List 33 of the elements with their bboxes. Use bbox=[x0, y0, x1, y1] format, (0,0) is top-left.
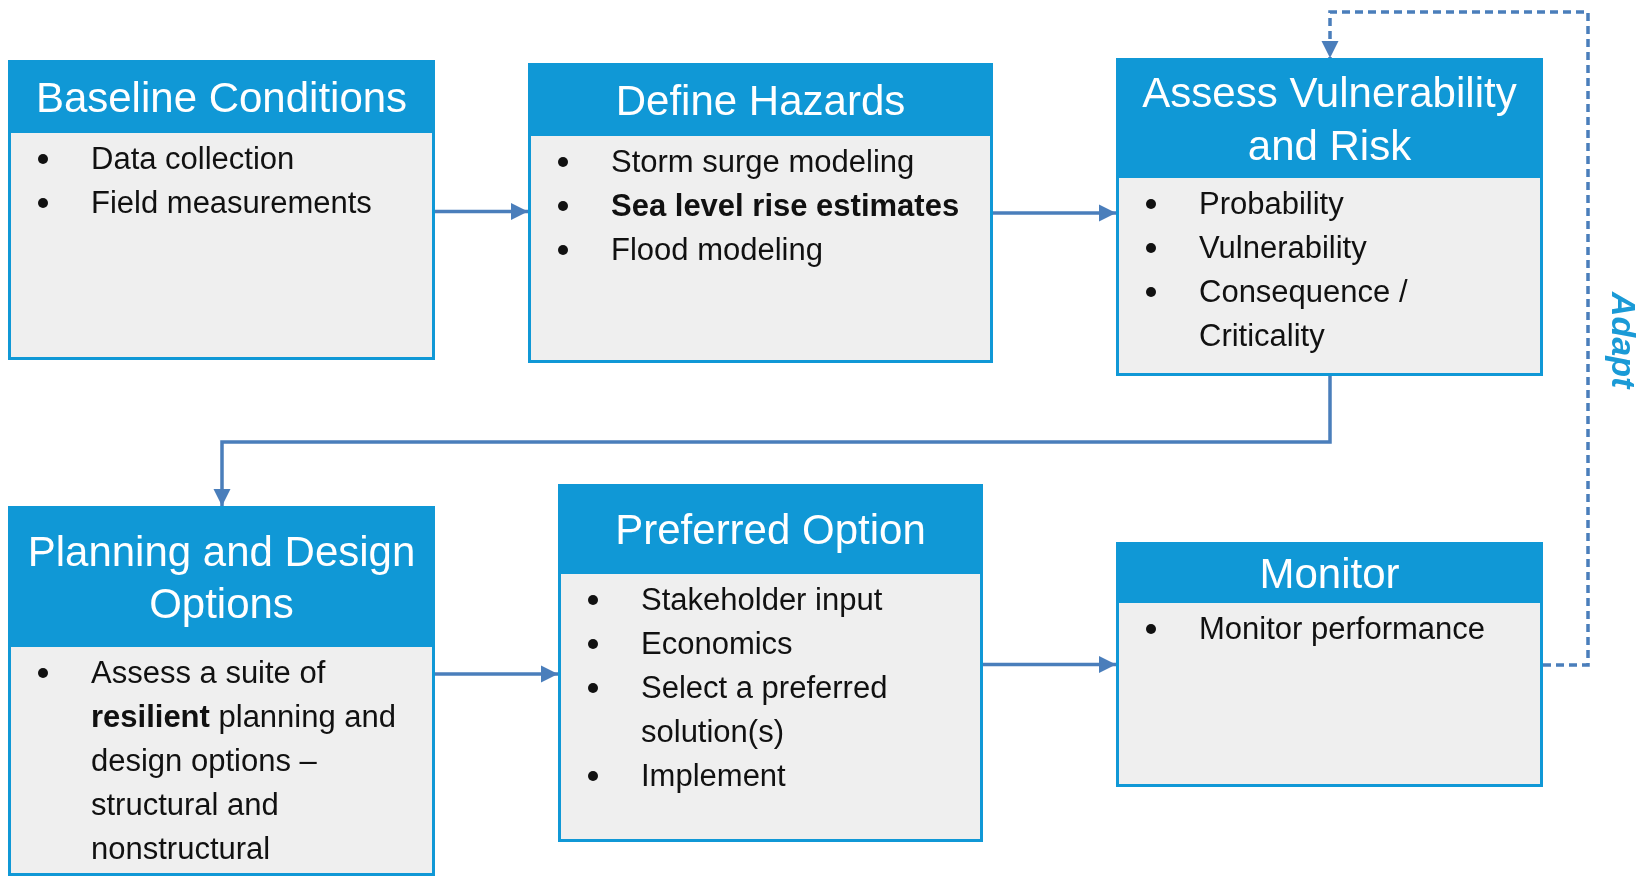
process-box bbox=[528, 63, 993, 363]
edge-label: Adapt bbox=[1605, 292, 1643, 389]
dashed-arrow bbox=[1321, 10, 1590, 667]
bullet-text: Consequence / Criticality bbox=[1199, 274, 1408, 353]
box-heading: Define Hazards bbox=[531, 66, 990, 136]
bullet-text: Field measurements bbox=[91, 185, 372, 220]
box-heading: Assess Vulnerability and Risk bbox=[1119, 61, 1540, 178]
bullet-text: Probability bbox=[1199, 186, 1344, 221]
process-box bbox=[8, 60, 435, 360]
arrow bbox=[435, 202, 528, 221]
bullet-text: Monitor performance bbox=[1199, 611, 1485, 646]
bullet-text: Implement bbox=[641, 758, 786, 793]
bullet-text: Data collection bbox=[91, 141, 295, 176]
bullet-text: Sea level rise estimates bbox=[611, 188, 960, 223]
bullet-text: Flood modeling bbox=[611, 232, 823, 267]
bullet-text: Stakeholder input bbox=[641, 582, 883, 617]
arrow bbox=[993, 204, 1116, 222]
bullet-text: Storm surge modeling bbox=[611, 144, 915, 179]
bullet-text: Select a preferred solution(s) bbox=[641, 670, 888, 749]
bullet-text: Assess a suite of resilient planning and design options – structural and nonstructural bbox=[91, 655, 397, 866]
box-heading: Baseline Conditions bbox=[11, 63, 432, 133]
box-heading: Planning and Design Options bbox=[11, 509, 432, 647]
arrow bbox=[983, 655, 1116, 674]
process-box bbox=[8, 506, 435, 876]
box-heading: Monitor bbox=[1119, 545, 1540, 603]
box-heading: Preferred Option bbox=[561, 487, 980, 574]
process-box bbox=[558, 484, 983, 842]
bullet-text: Economics bbox=[641, 626, 793, 661]
bullet-text: Vulnerability bbox=[1199, 230, 1367, 265]
arrow bbox=[213, 376, 1332, 506]
arrow bbox=[435, 665, 558, 683]
process-box bbox=[1116, 58, 1543, 376]
process-box bbox=[1116, 542, 1543, 787]
